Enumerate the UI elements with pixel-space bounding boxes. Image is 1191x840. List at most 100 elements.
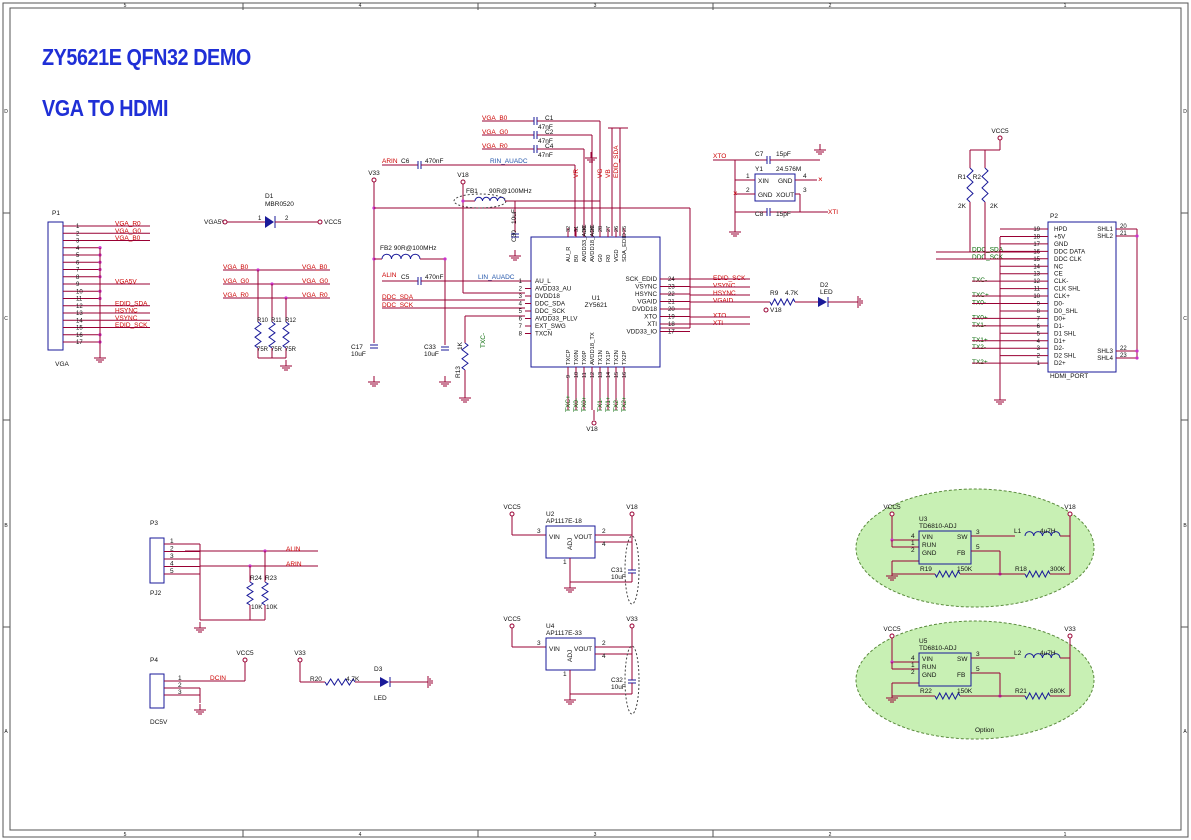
sheet-subtitle: VGA TO HDMI [42,95,169,121]
pin-name: VIN [922,656,933,663]
led-symbol [380,677,389,687]
net-label: ALIN [286,546,301,553]
part-value: 90R@100MHz [489,188,532,195]
pin-number: 12 [590,372,596,378]
part-value: 47nF [538,124,553,131]
pin-name: G0 [598,254,604,262]
pin-name: FB [957,672,965,679]
pin-number: 5 [76,253,80,259]
part-value: 4u7H [1040,528,1056,535]
pin-name: VIN [549,534,560,541]
power-port [242,657,248,663]
part-value: 10uF [511,209,518,224]
part-value: 470nF [425,158,443,165]
pin-number: 1 [258,216,262,222]
pin-number: 4 [602,541,606,548]
part-value: 1K [457,341,464,350]
zone-row: B [1183,523,1187,529]
part-ref: R9 [770,290,779,297]
part-ref: C17 [351,344,363,351]
net-label: VGA5V [115,279,137,286]
inductor [1024,653,1061,659]
part-value: AP1117E-18 [546,518,582,525]
net-label: VGA_G0 [223,278,249,285]
regulator-body [918,530,972,565]
sheet-title: ZY5621E QFN32 DEMO [42,44,251,70]
regulator-body [918,652,972,687]
power-label: VCC5 [991,128,1009,135]
pin-number: 26 [614,226,620,232]
pin-number: 1 [76,224,80,230]
net-label: VGAID [713,298,734,305]
part-ref: R19 [920,566,932,573]
part-ref: R18 [1015,566,1027,573]
pin-number: 16 [622,372,628,378]
part-value: 300K [1050,566,1066,573]
net-label: TX2- [613,398,620,412]
net-label: DCIN [210,675,226,682]
part-ref: L2 [1014,650,1022,657]
pin-number: 8 [1037,309,1041,315]
pin-number: 8 [76,275,80,281]
pin-name: D2- [1054,345,1064,352]
pin-name: R0 [606,255,612,262]
pin-number: 10 [574,372,580,378]
pin-number: 5 [519,309,523,315]
net-label: VGA_R0 [223,292,249,299]
pin-number: 18 [668,322,675,328]
dc-jack-body [149,673,165,709]
pin-number: 11 [582,372,588,378]
junction-dot [443,257,447,261]
pin-name: D0_SHL [1054,308,1078,315]
pin-number: 2 [746,187,750,194]
pin-name: GND [1054,241,1068,248]
zone-col: 4 [359,3,362,9]
power-port [629,623,635,629]
net-label: TX1- [597,398,604,412]
zone-row: A [4,729,8,735]
pin-name: DDC CLK [1054,256,1082,263]
power-port [889,511,895,517]
net-label: ARIN [286,561,302,568]
resistor [934,691,961,701]
part-ref: R2 [973,174,982,181]
part-value: 150K [957,566,973,573]
zone-col: 2 [829,832,832,838]
pin-name: SHL4 [1097,355,1113,362]
pin-name: GND [922,550,937,557]
part-value: 150K [957,688,973,695]
zone-col: 2 [829,3,832,9]
pin-number: 7 [1037,316,1041,322]
resistor [934,569,961,579]
net-label: EDID_SCK [115,322,148,329]
part-value: 10uF [424,351,439,358]
net-label: TX0+ [581,396,588,412]
part-ref: C7 [755,151,764,158]
pin-number: 4 [1037,339,1041,345]
pin-name: AVDD33_AU [535,286,572,293]
part-ref: R1 [958,174,967,181]
pin-number: 4 [519,302,523,308]
part-value: AP1117E-33 [546,630,582,637]
option-label: Option [975,727,995,734]
port [222,219,228,225]
net-label: TX1+ [605,396,612,412]
net-label: DDC_SDA [382,294,414,301]
pin-number: 1 [519,279,523,285]
pin-name: CE [1054,271,1063,278]
ferrite-bead [381,253,421,260]
pin-name: D0- [1054,301,1064,308]
pin-name: VOUT [574,646,592,653]
power-label: V18 [586,426,598,433]
power-label: V18 [626,504,638,511]
pin-name: SHL1 [1097,226,1113,233]
highlight-ellipse [624,645,640,715]
part-value: 47nF [538,152,553,159]
diode-symbol [265,216,274,228]
part-ref: C4 [545,143,554,150]
net-label: VGA_G0 [115,228,141,235]
pin-number: 2 [1037,354,1041,360]
part-ref: R13 [455,366,462,378]
pin-number: 21 [668,300,675,306]
pin-name: TX1N [598,350,604,365]
